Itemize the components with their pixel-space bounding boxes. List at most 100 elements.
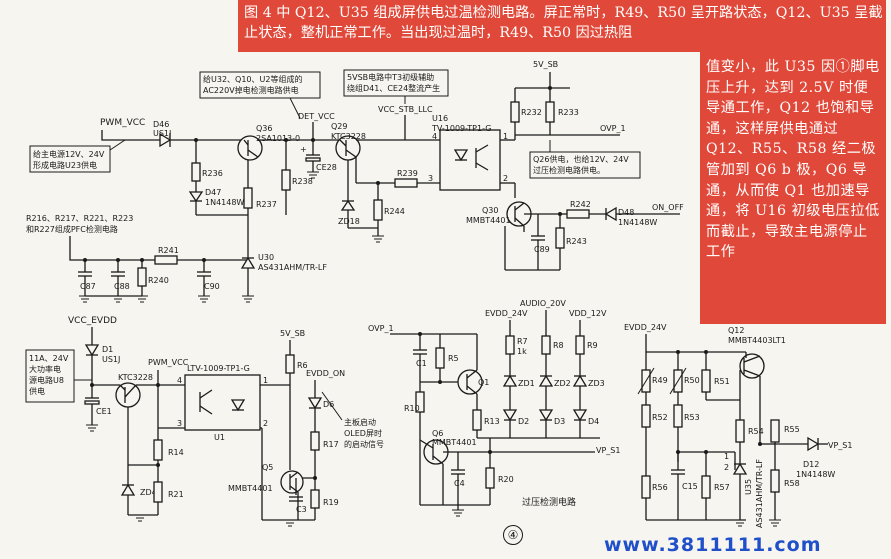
net-5v-sb-bottom: 5V_SB bbox=[280, 329, 305, 338]
u35-part-label: AS431AHM/TR-LF bbox=[755, 459, 764, 528]
resistor-r19 bbox=[310, 489, 320, 509]
svg-text:过压检测电路供电。: 过压检测电路供电。 bbox=[533, 165, 605, 175]
resistor-r20 bbox=[485, 467, 495, 489]
svg-text:ZD3: ZD3 bbox=[588, 379, 605, 388]
evdd-startup-circuit: VCC_EVDD D1 US1J 11A、24V 大功率电 源电路U8 供电 C… bbox=[25, 316, 384, 527]
svg-text:US1J: US1J bbox=[153, 129, 171, 138]
explanation-box-top bbox=[238, 0, 886, 52]
svg-text:11A、24V: 11A、24V bbox=[29, 354, 69, 363]
svg-text:R57: R57 bbox=[714, 483, 730, 492]
svg-text:2: 2 bbox=[263, 419, 268, 428]
svg-text:AC220V掉电检测电路供电: AC220V掉电检测电路供电 bbox=[203, 85, 299, 95]
svg-text:U16: U16 bbox=[432, 114, 448, 123]
note-q26 bbox=[529, 151, 641, 179]
svg-text:R53: R53 bbox=[684, 413, 700, 422]
standby-supply-circuit: PWM_VCC 给主电源12V、24V 形成电路U23供电 D46 US1J R… bbox=[26, 60, 684, 303]
diode-d2 bbox=[502, 409, 518, 422]
svg-text:R52: R52 bbox=[652, 413, 668, 422]
svg-text:+: + bbox=[300, 145, 307, 154]
resistor-r21 bbox=[153, 481, 163, 503]
svg-text:1k: 1k bbox=[517, 347, 527, 356]
resistor-r56 bbox=[641, 475, 651, 499]
svg-text:Q29: Q29 bbox=[331, 122, 347, 131]
resistor-r5 bbox=[435, 347, 445, 369]
svg-text:MMBT4401: MMBT4401 bbox=[228, 484, 273, 493]
resistor-r239 bbox=[394, 178, 418, 188]
resistor-r244 bbox=[373, 199, 383, 221]
note-5vsb bbox=[343, 69, 449, 97]
svg-text:D3: D3 bbox=[554, 417, 565, 426]
note-oled-line3: 的启动信号 bbox=[344, 439, 384, 449]
zener-zd1 bbox=[502, 374, 518, 387]
svg-text:D46: D46 bbox=[153, 120, 169, 129]
net-evdd-on: EVDD_ON bbox=[306, 369, 345, 378]
svg-text:R237: R237 bbox=[256, 200, 277, 209]
zener-zd4 bbox=[120, 483, 136, 496]
svg-text:R10: R10 bbox=[404, 404, 420, 413]
svg-text:R49: R49 bbox=[652, 376, 668, 385]
svg-text:R244: R244 bbox=[384, 207, 405, 216]
svg-text:CE28: CE28 bbox=[316, 163, 337, 172]
transistor-q5 bbox=[280, 470, 304, 494]
svg-text:R55: R55 bbox=[784, 425, 800, 434]
net-vcc-stb-llc: VCC_STB_LLC bbox=[378, 105, 433, 114]
note-ac220v-detect bbox=[199, 71, 321, 99]
svg-text:R9: R9 bbox=[587, 341, 598, 350]
svg-text:Q30: Q30 bbox=[482, 206, 498, 215]
svg-text:D47: D47 bbox=[205, 188, 221, 197]
net-pwm-vcc: PWM_VCC bbox=[100, 118, 145, 128]
resistor-r57 bbox=[701, 475, 711, 499]
svg-text:2SA1013-0: 2SA1013-0 bbox=[256, 134, 300, 143]
svg-text:D6: D6 bbox=[323, 400, 334, 409]
svg-text:ZD1: ZD1 bbox=[518, 379, 535, 388]
resistor-r7 bbox=[505, 335, 515, 355]
capacitor-c3: C3 bbox=[296, 505, 307, 514]
transistor-q36 bbox=[237, 135, 263, 161]
transistor-ktc3228 bbox=[115, 382, 141, 408]
net-vp-s1-mid: VP_S1 bbox=[596, 446, 620, 455]
svg-text:ZD2: ZD2 bbox=[554, 379, 571, 388]
net-5v-sb-top: 5V_SB bbox=[533, 60, 558, 69]
svg-text:AS431AHM/TR-LF: AS431AHM/TR-LF bbox=[258, 263, 327, 272]
svg-text:MMBT4401: MMBT4401 bbox=[466, 216, 511, 225]
explanation-text-top: 图 4 中 Q12、U35 组成屏供电过温检测电路。屏正常时，R49、R50 呈… bbox=[244, 5, 883, 41]
svg-text:R56: R56 bbox=[652, 483, 668, 492]
svg-text:3: 3 bbox=[428, 174, 433, 183]
capacitor-c90: C90 bbox=[204, 282, 220, 291]
note-oled-line2: OLED屏时 bbox=[344, 428, 382, 438]
svg-text:Q1: Q1 bbox=[478, 378, 489, 387]
svg-text:源电路U8: 源电路U8 bbox=[29, 375, 64, 385]
resistor-r52 bbox=[641, 404, 651, 428]
capacitor-c15: C15 bbox=[682, 482, 698, 491]
page-number: ④ bbox=[503, 525, 523, 545]
note-u8 bbox=[25, 349, 75, 403]
resistor-r236 bbox=[191, 162, 201, 182]
diode-d4 bbox=[572, 409, 588, 422]
note-main-power bbox=[29, 145, 111, 173]
resistor-r6 bbox=[285, 354, 295, 374]
svg-text:Q26供电，也给12V、24V: Q26供电，也给12V、24V bbox=[533, 154, 629, 164]
svg-text:R232: R232 bbox=[521, 108, 542, 117]
svg-text:U30: U30 bbox=[258, 253, 274, 262]
resistor-r51 bbox=[701, 369, 711, 393]
svg-text:Q12: Q12 bbox=[728, 326, 744, 335]
overvoltage-detect-circuit: OVP_1 C1 R5 R10 Q1 R13 bbox=[368, 299, 620, 517]
svg-text:ZD4: ZD4 bbox=[140, 488, 157, 497]
net-evdd-24v-mid: EVDD_24V bbox=[485, 309, 528, 318]
capacitor-ce28 bbox=[305, 157, 321, 162]
svg-text:D12: D12 bbox=[803, 460, 819, 469]
svg-text:Q36: Q36 bbox=[256, 124, 272, 133]
svg-text:1: 1 bbox=[263, 376, 268, 385]
capacitor-c1: C1 bbox=[416, 359, 427, 368]
resistor-r243 bbox=[555, 227, 565, 249]
resistor-r242 bbox=[566, 209, 590, 219]
svg-text:R17: R17 bbox=[323, 440, 339, 449]
svg-text:1N4148W: 1N4148W bbox=[205, 198, 244, 207]
svg-text:1N4148W: 1N4148W bbox=[796, 470, 835, 479]
net-vp-s1-right: VP_S1 bbox=[828, 441, 852, 450]
net-pwm-vcc-bottom: PWM_VCC bbox=[148, 358, 189, 367]
svg-text:2: 2 bbox=[503, 174, 508, 183]
diode-d48 bbox=[604, 206, 617, 222]
svg-text:R54: R54 bbox=[748, 427, 764, 436]
